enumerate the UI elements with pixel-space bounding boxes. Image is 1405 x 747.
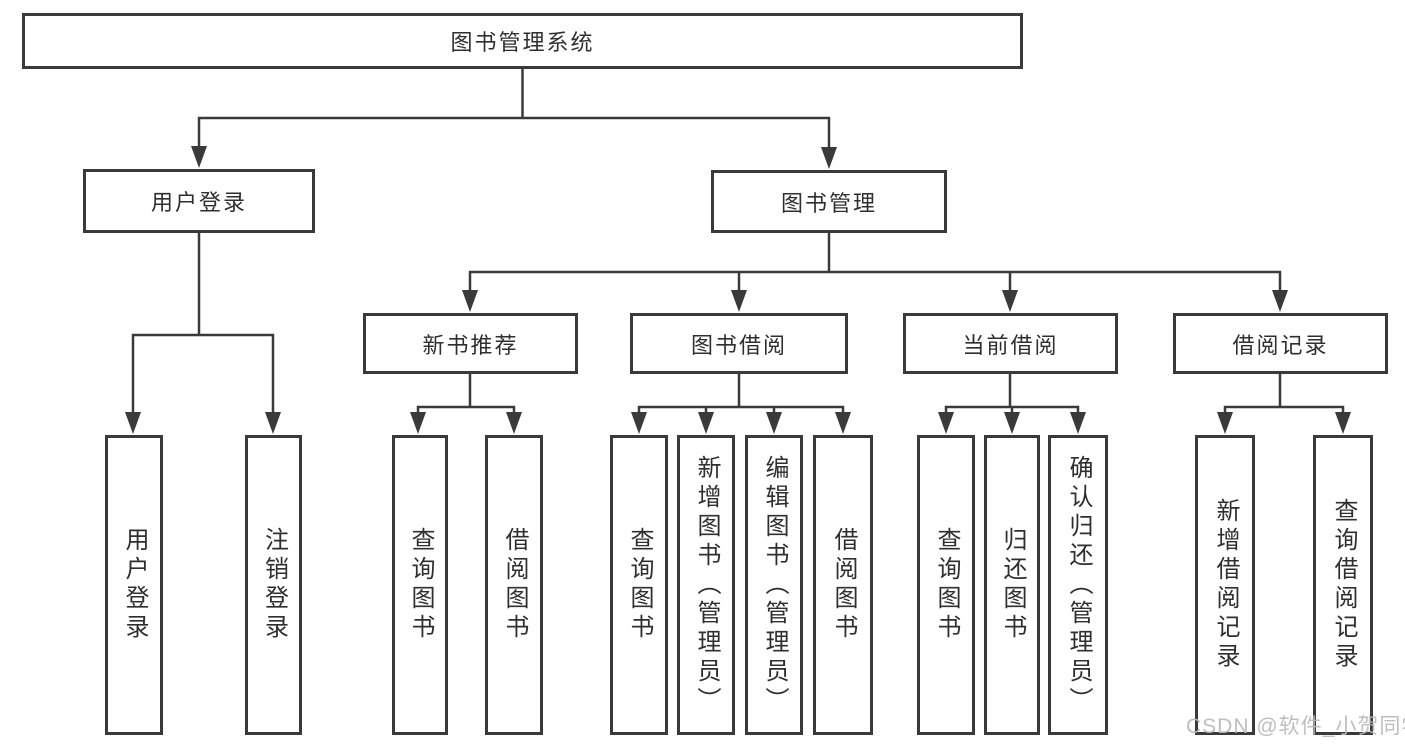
csdn-watermark: CSDN @软件_小贺同学 <box>1186 715 1405 738</box>
node-new-book-recommendation: 新书推荐 <box>363 313 578 374</box>
node-label: 用户登录 <box>121 527 148 643</box>
node-label: 图书管理系统 <box>450 30 595 55</box>
leaf-edit-book-admin: 编辑图书（管理员） <box>745 435 803 735</box>
leaf-query-book-current: 查询图书 <box>917 435 975 735</box>
node-label: 新增借阅记录 <box>1212 498 1239 672</box>
node-label: 查询图书 <box>407 527 434 643</box>
leaf-query-book-borrow: 查询图书 <box>610 435 668 735</box>
leaf-add-book-admin: 新增图书（管理员） <box>677 435 735 735</box>
node-current-borrowing: 当前借阅 <box>903 313 1118 374</box>
node-book-borrowing: 图书借阅 <box>630 313 848 374</box>
node-label: 用户登录 <box>150 190 247 215</box>
leaf-add-borrow-record: 新增借阅记录 <box>1195 435 1255 735</box>
leaf-borrow-book-newbook: 借阅图书 <box>485 435 543 735</box>
leaf-return-book: 归还图书 <box>984 435 1040 735</box>
leaf-confirm-return-admin: 确认归还（管理员） <box>1048 435 1108 735</box>
node-label: 查询图书 <box>933 527 960 643</box>
arrowheads <box>125 146 1351 434</box>
leaf-query-borrow-record: 查询借阅记录 <box>1313 435 1373 735</box>
node-label: 新增图书（管理员） <box>693 454 720 716</box>
node-label: 借阅图书 <box>830 527 857 643</box>
node-label: 归还图书 <box>999 527 1026 643</box>
node-borrowing-records: 借阅记录 <box>1173 313 1388 374</box>
node-library-management-system: 图书管理系统 <box>22 13 1023 69</box>
node-label: 查询借阅记录 <box>1330 498 1357 672</box>
node-user-login: 用户登录 <box>83 169 315 233</box>
node-label: 新书推荐 <box>422 332 519 358</box>
node-label: 借阅图书 <box>501 527 528 643</box>
node-label: 编辑图书（管理员） <box>761 454 788 716</box>
node-book-management: 图书管理 <box>711 170 947 233</box>
leaf-query-book-newbook: 查询图书 <box>392 435 448 735</box>
node-label: 注销登录 <box>260 527 288 643</box>
node-label: 图书管理 <box>780 190 877 216</box>
node-label: 借阅记录 <box>1232 332 1329 358</box>
leaf-borrow-book-borrow: 借阅图书 <box>813 435 873 735</box>
leaf-logout: 注销登录 <box>245 435 302 735</box>
node-label: 当前借阅 <box>962 332 1059 358</box>
leaf-user-login: 用户登录 <box>105 435 163 735</box>
node-label: 查询图书 <box>626 527 653 643</box>
node-label: 确认归还（管理员） <box>1065 454 1092 716</box>
node-label: 图书借阅 <box>690 332 787 358</box>
